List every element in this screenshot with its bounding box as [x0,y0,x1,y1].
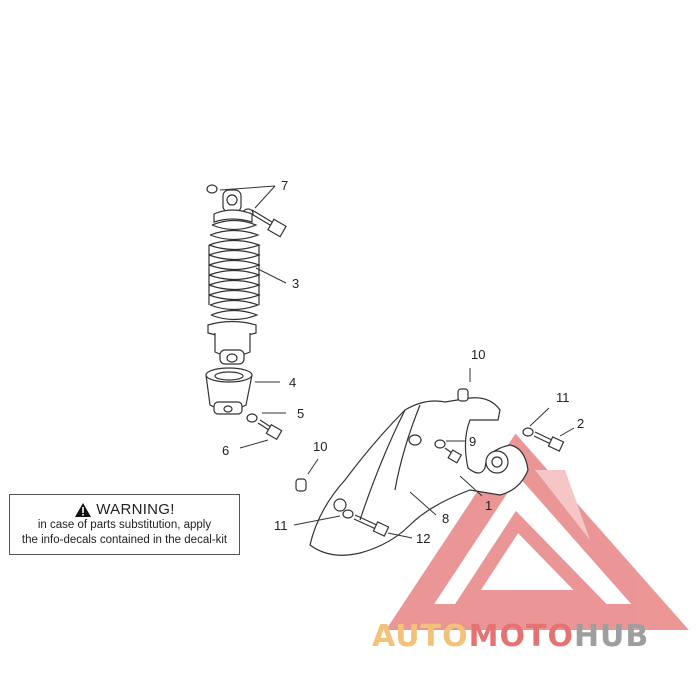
callout-6: 6 [222,443,229,458]
bolt-12 [353,514,390,537]
bolt-9 [444,447,463,464]
callout-9: 9 [469,434,476,449]
callout-5: 5 [297,406,304,421]
spring [208,219,261,321]
callout-8: 8 [442,511,449,526]
lower-bolt [257,419,283,441]
callout-10-upper: 10 [471,347,485,362]
washer-11-right [522,427,534,437]
callout-1: 1 [485,498,492,513]
warning-line-1: in case of parts substitution, apply [37,519,212,531]
shock-absorber [206,184,287,365]
callout-2: 2 [577,416,584,431]
warning-notice: WARNING! in case of parts substitution, … [9,494,240,555]
brand-hub: HUB [573,618,650,654]
brand-moto: MOTO [468,618,574,654]
callout-3: 3 [292,276,299,291]
callout-12: 12 [416,531,430,546]
warning-title: WARNING! [96,501,175,518]
bushing-lower [295,478,307,492]
callout-4: 4 [289,375,296,390]
warning-line-2: the info-decals contained in the decal-k… [21,534,228,546]
callout-10-lower: 10 [313,439,327,454]
watermark-logo [385,433,689,630]
washer-9 [434,439,446,449]
callout-11-left: 11 [274,518,288,533]
top-bolt [249,209,287,238]
bolt-2 [533,431,565,452]
warning-title-row: WARNING! [10,501,239,518]
rear-fender-swingarm [309,397,529,556]
callout-7: 7 [281,178,288,193]
bushing-upper [457,388,469,402]
washer-11-left [342,509,354,519]
watermark-brand: AUTO MOTO HUB [372,616,692,656]
callout-11-right: 11 [556,390,570,405]
warning-triangle-icon [75,502,92,517]
leader-lines [219,185,575,539]
bump-cup [205,367,253,415]
brand-auto: AUTO [372,618,469,654]
washer-5 [246,413,258,423]
